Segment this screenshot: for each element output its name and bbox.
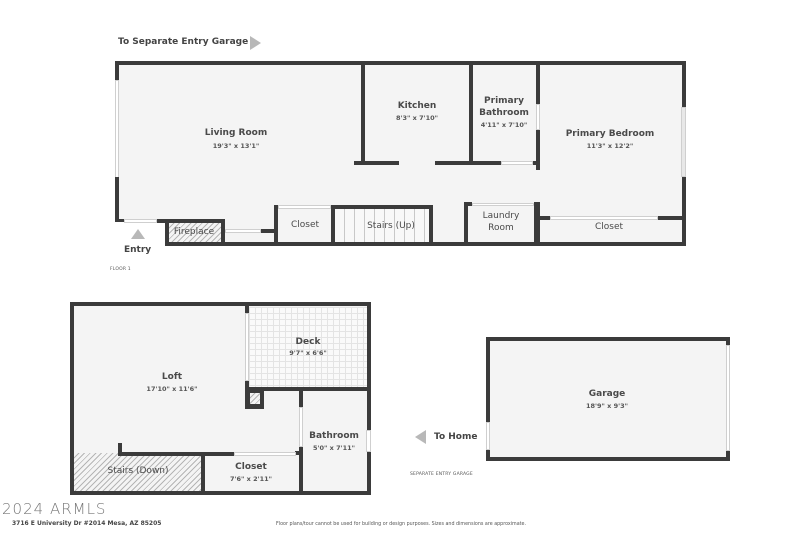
deck-dim: 9'7" x 6'6" [289,349,327,357]
bedroom-closet-label: Closet [594,222,624,232]
fireplace [169,223,222,242]
loft-label: Loft [161,372,183,382]
to-home-label: To Home [434,432,478,442]
living-room-dim: 19'3" x 13'1" [212,142,260,150]
closet-label: Closet [290,220,320,230]
primary-bedroom-label: Primary Bedroom [565,129,655,139]
kitchen-label: Kitchen [397,101,437,111]
garage-section-label: SEPARATE ENTRY GARAGE [410,472,473,477]
stairs-up-label: Stairs (Up) [367,221,415,231]
primary-bathroom-label-1: Primary [484,96,524,106]
deck-label: Deck [295,337,321,347]
primary-bedroom-dim: 11'3" x 12'2" [586,142,634,150]
laundry-label-2: Room [488,223,514,233]
stairs-down [74,453,202,491]
stairs-up [335,209,430,242]
garage-dim: 18'9" x 9'3" [585,402,629,410]
primary-bathroom-label-2: Bathroom [479,108,529,118]
arrow-left-icon [415,430,426,444]
to-garage-label: To Separate Entry Garage [118,37,249,47]
stairs-down-label: Stairs (Down) [107,466,169,476]
entry-label: Entry [124,245,152,255]
floor-1-label: FLOOR 1 [110,267,131,272]
address: 3716 E University Dr #2014 Mesa, AZ 8520… [12,520,162,527]
loft-dim: 17'10" x 11'6" [146,385,198,393]
closet-2-label: Closet [235,462,267,472]
disclaimer: Floor plans/tour cannot be used for buil… [276,522,527,527]
laundry-label-1: Laundry [482,211,520,221]
arrow-right-icon [250,36,261,50]
deck [249,307,367,388]
garage-label: Garage [588,389,626,399]
living-room-label: Living Room [204,128,268,138]
floor-1-area [118,64,684,220]
closet-2-dim: 7'6" x 2'11" [229,475,273,483]
bathroom-label: Bathroom [309,431,359,441]
watermark: 2024 ARMLS [2,500,107,518]
kitchen-dim: 8'3" x 7'10" [395,114,439,122]
entry-arrow-icon [131,229,145,239]
garage-area [489,340,727,458]
primary-bathroom-dim: 4'11" x 7'10" [480,121,528,129]
fireplace-label: Fireplace [173,227,215,237]
bathroom-dim: 5'0" x 7'11" [312,444,356,452]
